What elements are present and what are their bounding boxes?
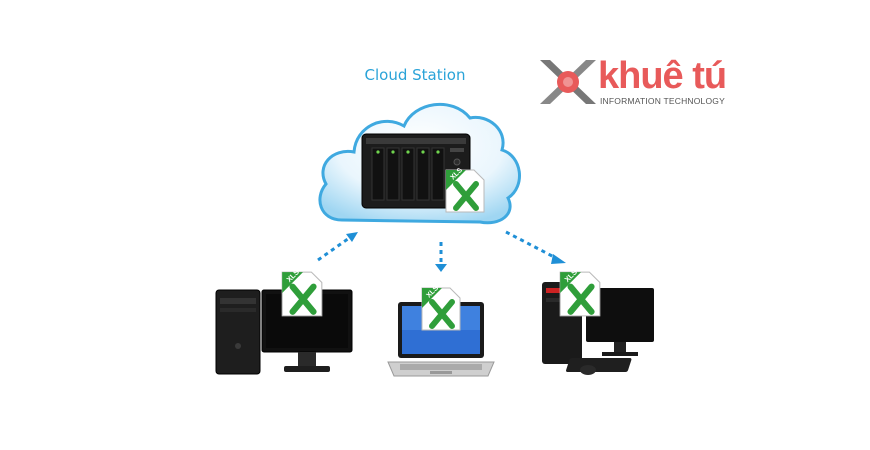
arrow-to-right-desktop	[505, 230, 557, 260]
logo-x-mark-icon	[540, 60, 596, 104]
diagram-title: Cloud Station	[364, 66, 466, 84]
arrowhead-laptop	[435, 264, 447, 272]
excel-file-icon-cloud: XLS	[445, 168, 485, 213]
excel-file-icon-right-desktop: XLS	[559, 270, 601, 317]
logo-tagline: INFORMATION TECHNOLOGY	[600, 96, 725, 106]
desktop-computer-left-icon	[215, 289, 353, 375]
arrow-to-left-desktop	[317, 234, 353, 262]
excel-file-icon-left-desktop: XLS	[281, 270, 323, 317]
arrowhead-left	[346, 232, 358, 242]
excel-file-icon-laptop: XLS	[421, 286, 461, 331]
nas-server-icon	[361, 133, 471, 209]
logo-wordmark: khuê tú	[598, 55, 727, 97]
arrowhead-right	[551, 254, 566, 264]
